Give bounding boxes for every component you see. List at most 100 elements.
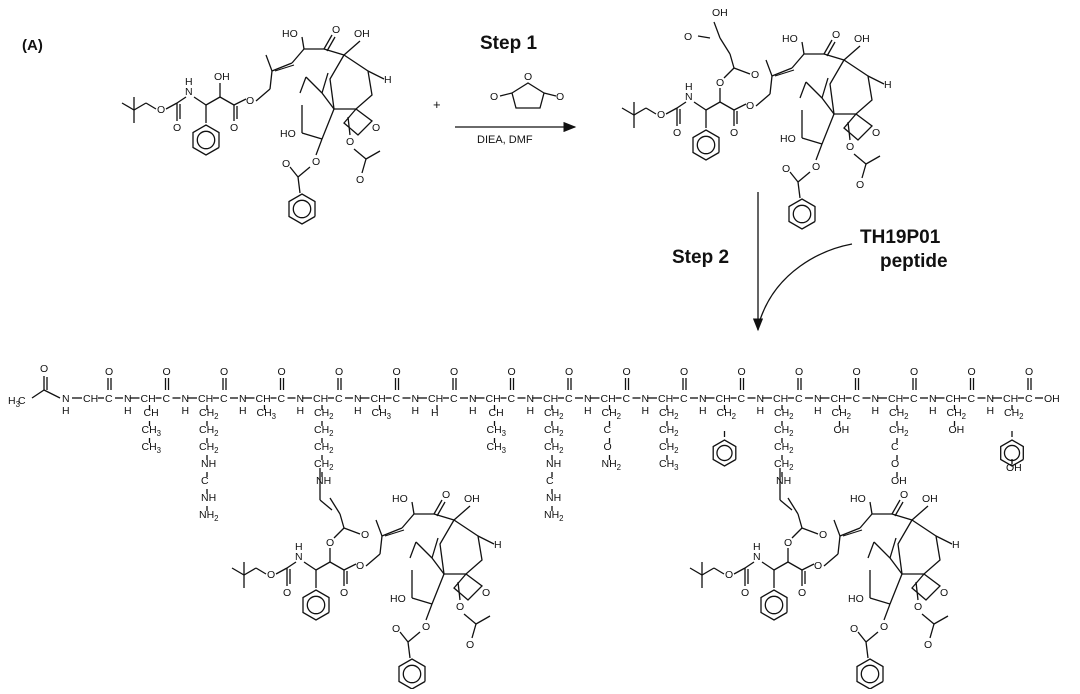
paclitaxel-bond [347,116,351,136]
conjugate-left-o-label: O [356,560,364,572]
succinyl-paclitaxel-ester-carbonyl [733,67,751,75]
succinyl-paclitaxel-o-label: O [782,163,790,175]
conjugate-left-bond [275,567,288,575]
succinyl-paclitaxel-ring-c-body [829,59,873,115]
paclitaxel-bridge [321,92,335,110]
paclitaxel-bond [255,88,271,102]
paclitaxel-ho-label: HO [282,28,298,40]
succinyl-paclitaxel-o-label: O [812,161,820,173]
succinyl-cooh-carbonyl [697,35,711,39]
amide-n-label: N [182,393,190,405]
conjugate-left-bond [425,603,433,621]
paclitaxel-h-label: H [185,76,193,88]
succinyl-paclitaxel-oh-label: OH [854,33,870,45]
carbonyl-o-label: O [565,366,573,378]
succinyl-paclitaxel-bond [693,101,707,111]
paclitaxel-methyl [265,54,273,72]
amide-h-label: H [642,405,650,417]
succinic-anhydride-ring [511,82,545,109]
carbonyl-o-label: O [1025,366,1033,378]
succinyl-paclitaxel-ho-label: HO [780,133,796,145]
succinyl-paclitaxel-h-label: H [884,79,892,91]
succinyl-cooh-bond [713,21,721,39]
side-chain-atom-label: NH [201,458,216,470]
succinyl-paclitaxel-acetyl [865,155,881,165]
aromatic-ring-circle [402,664,422,684]
alpha-carbon-label: CH [831,393,846,405]
paclitaxel-side-phenyl [192,124,220,156]
conjugate-left-bond [407,641,411,659]
conjugate-right-bond [733,567,746,575]
conjugate-left-ketone [436,501,446,517]
carbonyl-o-label: O [220,366,228,378]
conjugate-right-bond [889,573,903,605]
paclitaxel-bond [297,166,311,178]
carbonyl-c-label: C [1025,393,1033,405]
carbonyl-c-label: C [220,393,228,405]
succinyl-paclitaxel-o-label: O [872,127,880,139]
side-chain-ch2-label: CH2 [832,407,852,421]
amide-n-label: N [354,393,362,405]
conjugate-left-acetyl [475,615,491,625]
side-chain-ch2-label: CH2 [889,407,909,421]
conjugate-left-carbonyl [399,631,409,643]
paclitaxel-o-label: O [157,104,165,116]
conjugate-left-succ-chain [339,513,345,529]
tyr-phenol-ring [1000,439,1024,467]
carbonyl-c-label: C [853,393,861,405]
anhydride-o-label: O [524,71,532,83]
conjugate-left-h-label: H [295,541,303,553]
conjugate-right-o-label: O [924,639,932,651]
succinyl-paclitaxel-o-label: O [730,127,738,139]
paclitaxel-bond [205,96,221,106]
side-chain-ch3-label: CH3 [142,441,162,455]
amide-h-label: H [124,405,132,417]
aromatic-ring-circle [696,135,716,155]
conjugate-right-bond [713,567,725,575]
aromatic-ring-circle [860,664,880,684]
conjugate-right-side-phenyl [760,589,788,621]
carbonyl-o-label: O [853,366,861,378]
conjugate-left-o-label: O [267,569,275,581]
conjugate-right-acetyl [921,613,935,625]
succinyl-paclitaxel-o-label: O [657,109,665,121]
succinyl-paclitaxel-bond [815,143,823,161]
conjugate-right-bond [801,563,815,571]
conjugate-left-bond [286,561,297,569]
peptide-word: peptide [880,251,948,272]
acetyl-h3c-label: H3 [8,395,21,409]
conjugate-right-ring-a-double [842,529,863,537]
succinyl-paclitaxel-succ-chain [729,53,735,69]
conjugate-left-bond [477,535,495,545]
succinyl-paclitaxel-ring-a-double [774,69,795,77]
side-chain-ch3-label: CH3 [372,407,392,421]
conjugate-right-methyl [833,519,841,537]
carbonyl-o-label: O [910,366,918,378]
side-chain-ch2-label: CH2 [199,424,219,438]
paclitaxel-acetyl [365,150,381,160]
anhydride-carbonyl [543,92,557,97]
conjugate-right-bond [915,581,919,601]
conjugate-left-ketone [433,499,443,515]
amide-n-label: N [642,393,650,405]
paclitaxel-ho-label: HO [280,128,296,140]
side-chain-atom-label: CH [489,407,504,419]
succinyl-paclitaxel-ring-b-top [791,53,824,69]
amide-n-label: N [757,393,765,405]
succinyl-paclitaxel-bond [821,113,835,145]
conjugate-right-n-label: N [753,551,761,563]
paclitaxel-bond [165,102,178,110]
succinyl-paclitaxel-bond [797,181,801,199]
alpha-carbon-label: CH [716,393,731,405]
conjugate-left-o-label: O [442,489,450,501]
acetyl-bond [43,389,61,399]
conjugate-left-bond [407,631,421,643]
side-chain-ch2-label: CH2 [314,458,334,472]
conjugate-right-bond [744,561,755,569]
amide-h-label: H [354,405,362,417]
conjugate-left-ho-label: HO [390,593,406,605]
alpha-carbon-label: CH [141,393,156,405]
succinyl-paclitaxel-ketone [823,39,833,55]
carbonyl-o-label: O [508,366,516,378]
